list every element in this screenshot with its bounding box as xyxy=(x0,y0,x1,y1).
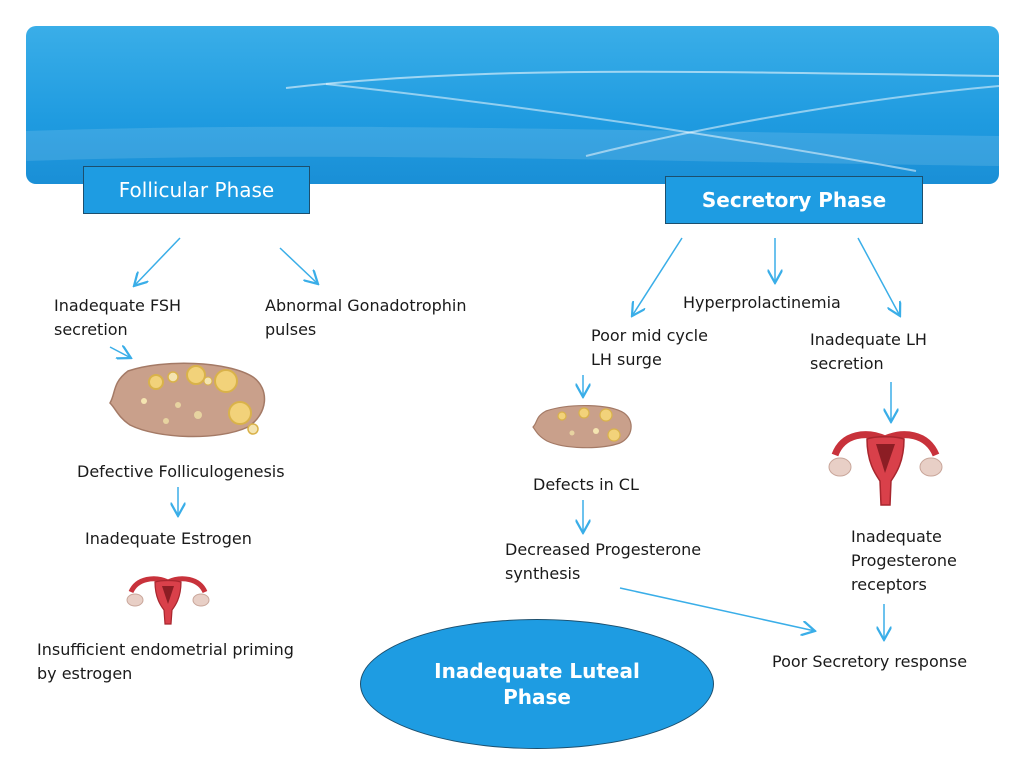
label-insufficient-priming: Insufficient endometrial priming by estr… xyxy=(37,640,294,683)
header-banner xyxy=(26,26,999,184)
label-poor-lh-surge: Poor mid cycle LH surge xyxy=(591,326,708,369)
label-hyperprolactinemia: Hyperprolactinemia xyxy=(683,293,841,312)
label-poor-secretory-response: Poor Secretory response xyxy=(772,652,968,671)
label-abnormal-gonadotrophin: Abnormal Gonadotrophin pulses xyxy=(265,296,467,339)
label-decreased-progesterone: Decreased Progesterone synthesis xyxy=(505,540,702,583)
label-inadequate-lh-secretion: Inadequate LH secretion xyxy=(810,330,927,373)
label-inadequate-fsh: Inadequate FSH secretion xyxy=(54,296,182,339)
ovary-icon xyxy=(109,362,266,438)
arrow-follicular-to-fsh xyxy=(134,237,181,286)
banner-wave-lines xyxy=(26,70,999,172)
label-progesterone-receptors: Inadequate Progesterone receptors xyxy=(851,527,957,594)
ovary-icon xyxy=(532,405,632,449)
label-defective-folliculogenesis: Defective Folliculogenesis xyxy=(77,462,285,481)
arrow-fsh-to-ovary xyxy=(109,347,131,358)
label-defects-in-cl: Defects in CL xyxy=(533,475,639,494)
arrow-progesterone-to-response xyxy=(619,587,815,631)
uterus-icon xyxy=(828,431,943,506)
arrow-secretory-to-lh-surge xyxy=(632,237,683,316)
follicular-phase-box: Follicular Phase xyxy=(83,166,310,214)
label-inadequate-estrogen: Inadequate Estrogen xyxy=(85,529,252,548)
outcome-ellipse: Inadequate Luteal Phase xyxy=(360,619,714,749)
uterus-icon xyxy=(126,576,210,625)
arrow-secretory-to-lh-secretion xyxy=(857,237,900,316)
arrow-follicular-to-gonadotrophin xyxy=(279,247,318,284)
secretory-phase-box: Secretory Phase xyxy=(665,176,923,224)
